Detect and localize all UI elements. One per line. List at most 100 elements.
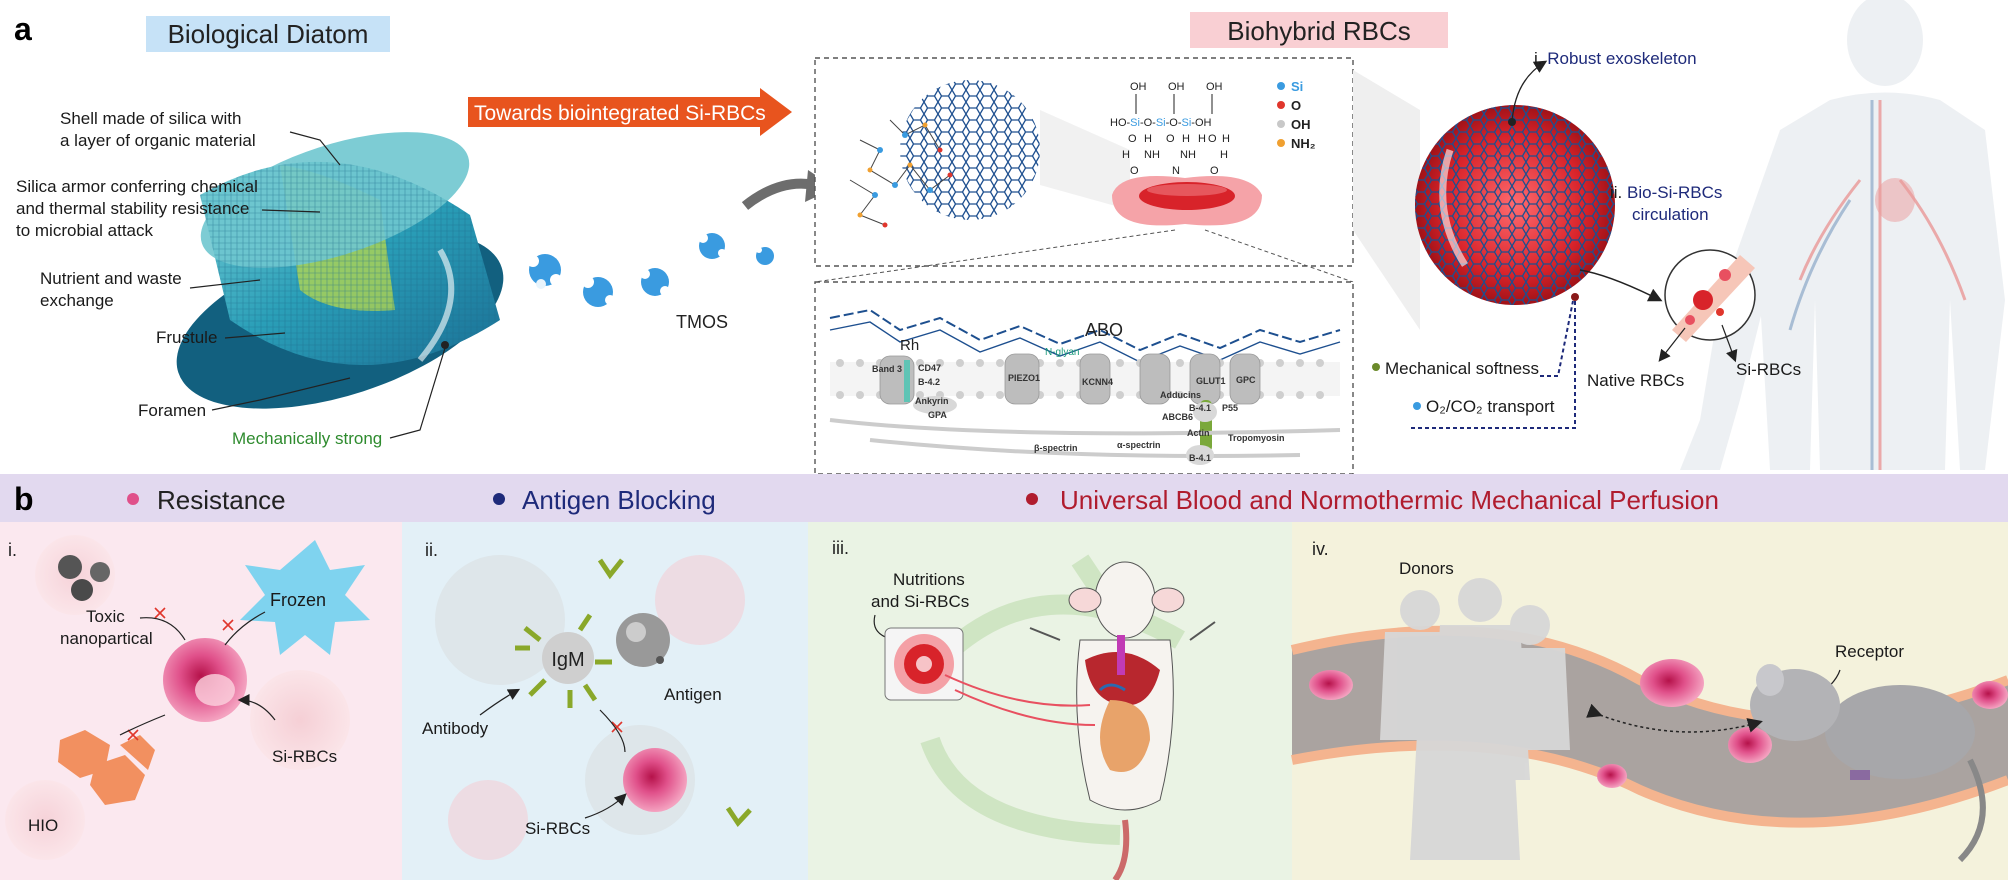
- tmos-molecules: [527, 233, 774, 307]
- numeral-i: i.: [8, 540, 17, 560]
- frozen-label: Frozen: [270, 590, 326, 610]
- diatom-labels: Shell made of silica with a layer of org…: [16, 109, 446, 448]
- towards-arrow: Towards biointegrated Si-RBCs: [468, 88, 792, 136]
- human-silhouette: [1680, 0, 2005, 470]
- panel-b-letter: b: [14, 481, 34, 517]
- svg-text:O: O: [1166, 133, 1175, 145]
- svg-text:P55: P55: [1222, 403, 1238, 413]
- subpanel-iv: iv. Donors Receptor: [1290, 539, 2008, 863]
- label-shell-2: a layer of organic material: [60, 131, 256, 150]
- legend-oh: OH: [1291, 117, 1311, 132]
- svg-text:Tropomyosin: Tropomyosin: [1228, 433, 1285, 443]
- label-armor-3: to microbial attack: [16, 221, 153, 240]
- panel-a-letter: a: [14, 11, 32, 47]
- svg-text:O: O: [1128, 133, 1137, 145]
- diatom-title-bg: [146, 16, 390, 52]
- native-rbcs-label: Native RBCs: [1587, 371, 1684, 390]
- rbc-funnel: [1353, 70, 1420, 330]
- bio-si-rbc: [1415, 105, 1615, 305]
- svg-text:PIEZO1: PIEZO1: [1008, 373, 1040, 383]
- robust-leader: [1511, 60, 1548, 123]
- label-armor-2: and thermal stability resistance: [16, 199, 249, 218]
- biohybrid-title-bg: [1190, 12, 1448, 48]
- svg-text:N-glyan: N-glyan: [1045, 347, 1079, 358]
- legend-nh2: NH₂: [1291, 136, 1316, 151]
- rbc-cross-section: [1112, 176, 1262, 226]
- svg-text:β-spectrin: β-spectrin: [1034, 443, 1078, 453]
- membrane-illustration: [829, 308, 1341, 465]
- svg-text:Ankyrin: Ankyrin: [915, 396, 949, 406]
- svg-text:N: N: [1172, 165, 1180, 177]
- numeral-iv: iv.: [1312, 539, 1329, 559]
- legend-si: Si: [1291, 79, 1303, 94]
- label-exchange-1: Nutrient and waste: [40, 269, 182, 288]
- robust-label: i. Robust exoskeleton: [1534, 49, 1697, 68]
- label-exchange-2: exchange: [40, 291, 114, 310]
- svg-text:B-4.2: B-4.2: [918, 377, 940, 387]
- toxic-label-2: nanopartical: [60, 629, 153, 648]
- svg-text:NH: NH: [1180, 149, 1196, 161]
- svg-text:H: H: [1122, 149, 1130, 161]
- zoom-funnel: [1040, 110, 1130, 210]
- membrane-labels: ABO Rh N-glyan Band 3 CD47 B-4.2 Ankyrin…: [872, 320, 1285, 463]
- resistance-dot: [127, 493, 139, 505]
- svg-text:NH: NH: [1144, 149, 1160, 161]
- si-rbcs-i-label: Si-RBCs: [272, 747, 337, 766]
- header-antigen-blocking: Antigen Blocking: [522, 485, 716, 515]
- antigen-dot: [493, 493, 505, 505]
- property-leaders: [1411, 300, 1576, 429]
- svg-text:H: H: [1222, 133, 1230, 145]
- svg-text:B-4.1: B-4.1: [1189, 403, 1211, 413]
- svg-text:OH: OH: [1206, 81, 1223, 93]
- label-strong: Mechanically strong: [232, 429, 382, 448]
- toxic-label-1: Toxic: [86, 607, 125, 626]
- nutritions-label-2: and Si-RBCs: [871, 592, 969, 611]
- numeral-iii: iii.: [832, 538, 849, 558]
- label-frustule: Frustule: [156, 328, 217, 347]
- svg-text:H: H: [1220, 149, 1228, 161]
- svg-text:H: H: [1144, 133, 1152, 145]
- softness-label: Mechanical softness: [1385, 359, 1539, 378]
- svg-text:Rh: Rh: [900, 337, 919, 354]
- svg-text:GPA: GPA: [928, 410, 947, 420]
- transport-dot: [1413, 402, 1421, 410]
- svg-text:B-4.1: B-4.1: [1189, 453, 1211, 463]
- svg-text:ABO: ABO: [1085, 320, 1123, 340]
- svg-text:Actin: Actin: [1187, 428, 1210, 438]
- tmos-label: TMOS: [676, 312, 728, 332]
- diatom-title: Biological Diatom: [168, 19, 369, 49]
- silica-network: [849, 80, 1040, 228]
- circulation-arrow: [1579, 269, 1663, 302]
- label-foramen: Foramen: [138, 401, 206, 420]
- subpanel-i: i. Toxic nanopartical Frozen Si-RBCs HIO: [5, 535, 370, 860]
- label-armor-1: Silica armor conferring chemical: [16, 177, 258, 196]
- svg-text:α-spectrin: α-spectrin: [1117, 440, 1161, 450]
- svg-text:H: H: [1198, 133, 1206, 145]
- softness-dot: [1372, 363, 1380, 371]
- subpanel-ii: ii. IgM Antigen Antibody Si-RBCs: [422, 540, 752, 860]
- legend-o: O: [1291, 98, 1301, 113]
- chem-structure: OH OH OH HO-Si-O-Si-O-Si-OH O H O H H O …: [1110, 81, 1230, 177]
- vessel-inset: [1664, 249, 1756, 342]
- hio-label: HIO: [28, 816, 58, 835]
- native-arrow: [1658, 327, 1686, 362]
- si-rbcs-label: Si-RBCs: [1736, 360, 1801, 379]
- grey-arrow: [741, 178, 816, 210]
- svg-text:ABCB6: ABCB6: [1162, 412, 1193, 422]
- antibody-label: Antibody: [422, 719, 489, 738]
- svg-text:HO-Si-O-Si-O-Si-OH: HO-Si-O-Si-O-Si-OH: [1110, 117, 1212, 129]
- svg-text:O: O: [1208, 133, 1217, 145]
- towards-arrow-label: Towards biointegrated Si-RBCs: [474, 102, 766, 125]
- chem-legend: Si O OH NH₂: [1277, 79, 1316, 151]
- svg-text:GLUT1: GLUT1: [1196, 376, 1226, 386]
- donors-label: Donors: [1399, 559, 1454, 578]
- numeral-ii: ii.: [425, 540, 438, 560]
- header-universal: Universal Blood and Normothermic Mechani…: [1060, 485, 1719, 515]
- receptor-label: Receptor: [1835, 642, 1904, 661]
- biohybrid-title: Biohybrid RBCs: [1227, 16, 1411, 46]
- svg-text:H: H: [1182, 133, 1190, 145]
- property-anchor: [1571, 293, 1579, 301]
- svg-text:KCNN4: KCNN4: [1082, 377, 1113, 387]
- svg-text:CD47: CD47: [918, 363, 941, 373]
